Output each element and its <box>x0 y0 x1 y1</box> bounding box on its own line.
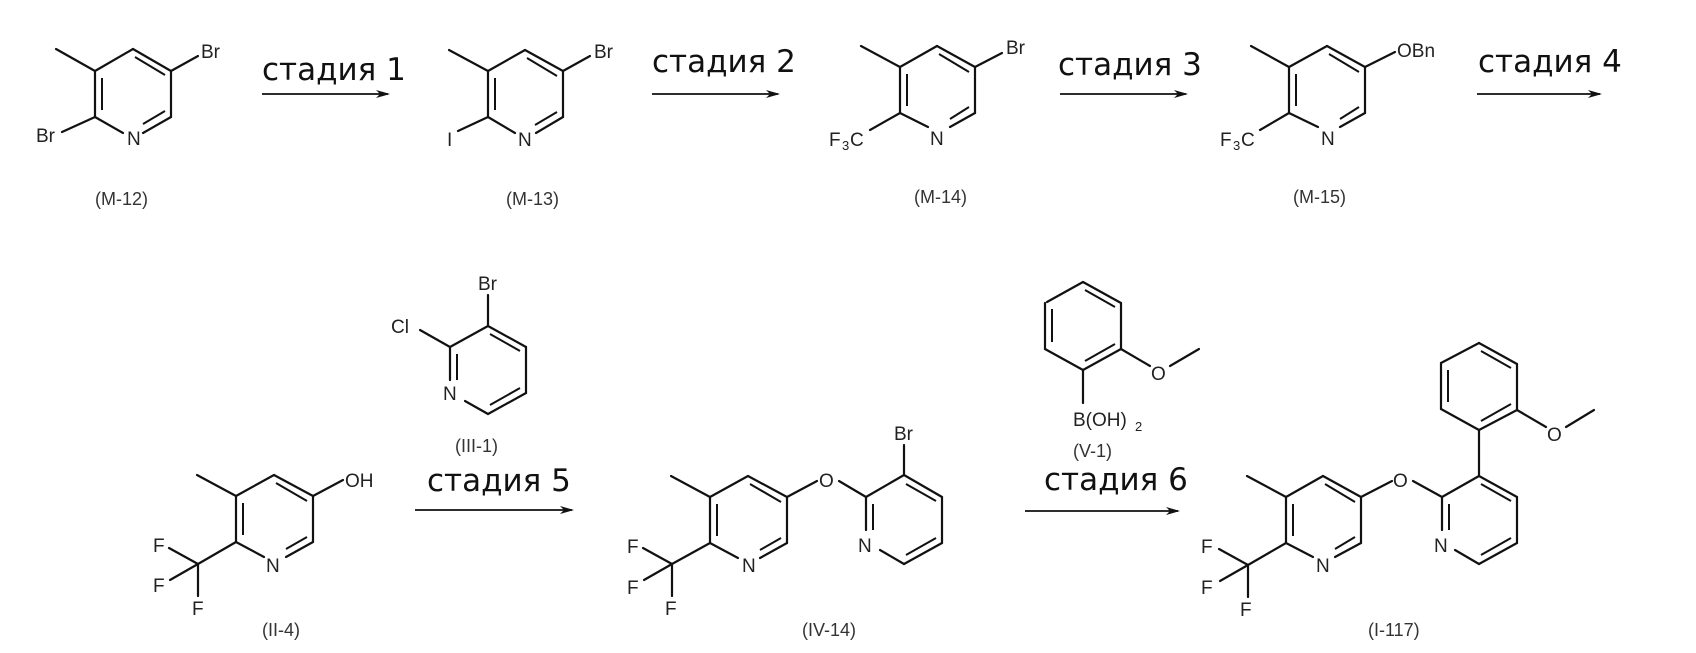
atom-f: F <box>1220 130 1232 151</box>
atom-n: N <box>858 536 872 557</box>
stage-1-arrow: стадия 1 <box>262 52 406 98</box>
atom-i: I <box>447 130 452 151</box>
atom-c: C <box>850 130 864 151</box>
compound-label: (M-13) <box>506 189 559 209</box>
atom-o: O <box>819 471 834 492</box>
compound-label: (III-1) <box>455 436 498 456</box>
compound-m13: Br I N (M-13) <box>447 42 614 209</box>
atom-f: F <box>192 599 204 620</box>
atom-n: N <box>266 556 280 577</box>
compound-label: (IV-14) <box>802 620 856 640</box>
stage-3-arrow: стадия 3 <box>1058 47 1202 98</box>
atom-br: Br <box>1006 38 1026 59</box>
atom-oh: OH <box>345 471 374 492</box>
atom-f: F <box>627 537 639 558</box>
atom-f: F <box>1201 578 1213 599</box>
compound-iv14: O Br F F F N N (IV-14) <box>627 424 944 640</box>
atom-n: N <box>443 384 457 405</box>
atom-br: Br <box>594 42 614 63</box>
atom-obn: OBn <box>1397 41 1435 62</box>
atom-n: N <box>1316 556 1330 577</box>
atom-n: N <box>930 129 944 150</box>
atom-f: F <box>665 599 677 620</box>
stage-label: стадия 6 <box>1044 462 1188 498</box>
compound-label: (M-12) <box>95 189 148 209</box>
stage-5-arrow: стадия 5 <box>415 463 574 514</box>
atom-n: N <box>742 556 756 577</box>
pyridine-ring-structure <box>54 47 200 135</box>
stage-label: стадия 2 <box>652 44 796 80</box>
stage-label: стадия 4 <box>1478 44 1622 80</box>
compound-m12: Br Br N (M-12) <box>36 42 221 209</box>
compound-label: (II-4) <box>262 620 300 640</box>
atom-n: N <box>1434 536 1448 557</box>
stage-label: стадия 5 <box>427 463 571 499</box>
atom-cl: Cl <box>391 317 409 338</box>
atom-br: Br <box>478 274 498 295</box>
compound-iii1: Br Cl N (III-1) <box>391 274 528 456</box>
atom-br: Br <box>894 424 914 445</box>
atom-o: O <box>1151 364 1166 385</box>
compound-label: (V-1) <box>1073 441 1112 461</box>
compound-label: (M-14) <box>914 187 967 207</box>
compound-m15: OBn F 3 C N (M-15) <box>1220 41 1435 207</box>
atom-br: Br <box>36 126 56 147</box>
atom-o: O <box>1547 425 1562 446</box>
compound-v1: O B(OH) 2 (V-1) <box>1043 280 1201 461</box>
atom-f: F <box>829 130 841 151</box>
atom-subscript: 3 <box>842 138 849 153</box>
atom-boronic-acid: B(OH) <box>1073 410 1127 431</box>
atom-n: N <box>1321 129 1335 150</box>
compound-label: (M-15) <box>1293 187 1346 207</box>
atom-f: F <box>153 536 165 557</box>
atom-n: N <box>127 129 141 150</box>
atom-subscript: 3 <box>1233 138 1240 153</box>
compound-i117: O O F F F N N (I-117) <box>1201 341 1596 640</box>
atom-f: F <box>1201 537 1213 558</box>
atom-f: F <box>627 578 639 599</box>
atom-n: N <box>518 130 532 151</box>
atom-subscript: 2 <box>1135 419 1142 434</box>
atom-br: Br <box>201 42 221 63</box>
atom-f: F <box>1240 600 1252 621</box>
compound-label: (I-117) <box>1368 620 1420 640</box>
stage-4-arrow: стадия 4 <box>1477 44 1622 98</box>
compound-m14: Br F 3 C N (M-14) <box>829 38 1026 207</box>
stage-6-arrow: стадия 6 <box>1025 462 1188 515</box>
atom-f: F <box>153 576 165 597</box>
stage-label: стадия 1 <box>262 52 406 88</box>
compound-ii4: OH F F F N (II-4) <box>153 471 374 640</box>
atom-c: C <box>1241 130 1255 151</box>
atom-o: O <box>1393 471 1408 492</box>
stage-label: стадия 3 <box>1058 47 1202 83</box>
stage-2-arrow: стадия 2 <box>652 44 796 98</box>
